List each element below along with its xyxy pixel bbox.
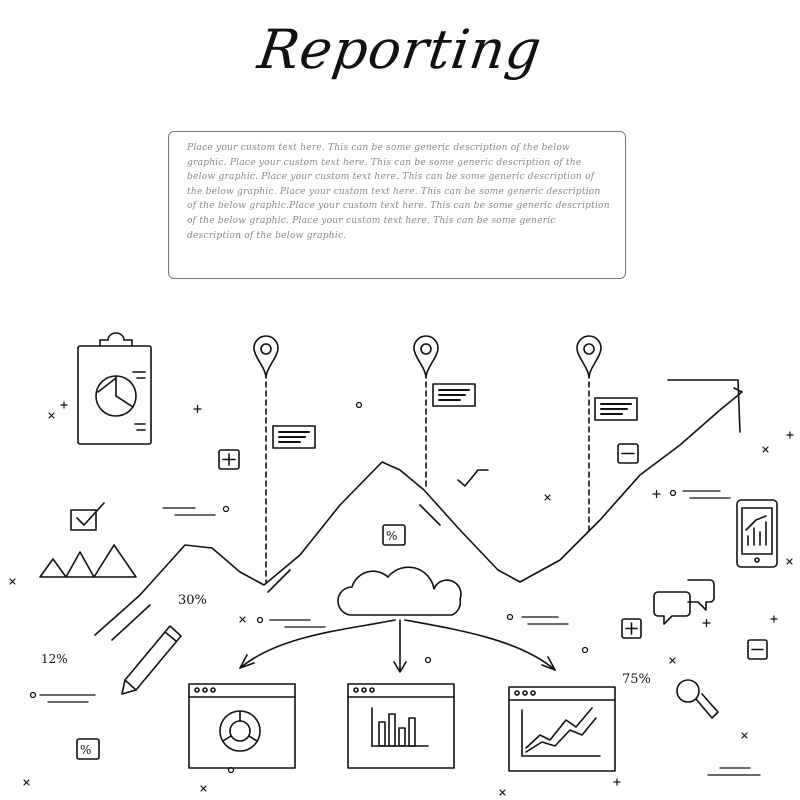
tablet-chart-icon [736,499,778,568]
pencil-icon [121,625,182,695]
check-mark-icon [457,469,489,487]
percent-label-12: 12% [41,652,68,666]
description-text: Place your custom text here. This can be… [187,143,610,241]
donut-chart-icon [219,710,261,752]
cloud-icon [239,566,556,673]
browser-window-icon [508,686,616,772]
checkbox-icon [70,502,105,531]
note-card-icon [272,425,316,449]
percent-box-icon [382,524,406,546]
minus-box-icon [617,443,639,464]
percent-symbol: % [80,743,91,757]
minus-box-icon [747,639,768,660]
percent-box-icon [76,738,100,760]
location-pin-icon [576,335,602,531]
plus-box-icon [218,449,240,470]
plus-box-icon [621,618,642,639]
sparkle-marks [9,401,794,796]
browser-window-icon [347,683,455,769]
percent-symbol: % [386,529,397,543]
mountains-icon [39,544,137,578]
note-card-icon [432,383,476,407]
chat-bubbles-icon [653,579,715,625]
clipboard-pie-icon [77,332,152,445]
description-box: Place your custom text here. This can be… [168,131,626,279]
decorative-marks [29,401,761,776]
magnifier-icon [676,679,719,719]
browser-window-icon [188,683,296,769]
note-card-icon [594,397,638,421]
percent-label-75: 75% [622,672,651,687]
line-chart-icon [521,707,601,757]
trend-arrow-icon [94,379,743,641]
location-pin-icon [253,335,279,583]
bar-chart-icon [371,707,429,747]
percent-label-30: 30% [178,593,207,608]
location-pin-icon [413,335,439,489]
